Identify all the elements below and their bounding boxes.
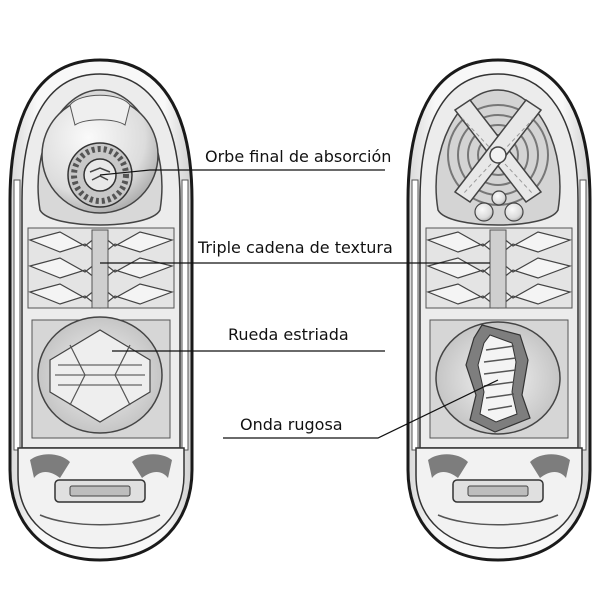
leader-line-wave <box>223 379 499 439</box>
callout-chain: Triple cadena de textura <box>100 238 490 264</box>
right-triple-chain <box>425 227 573 309</box>
left-triple-chain <box>27 227 175 309</box>
callout-orb: Orbe final de absorción <box>99 147 391 176</box>
right-base-cap <box>415 447 583 549</box>
label-orb: Orbe final de absorción <box>205 147 391 166</box>
right-rough-wave <box>429 319 569 439</box>
left-rail-left <box>13 179 21 451</box>
left-rail-right <box>181 179 189 451</box>
left-base-cap <box>17 447 185 549</box>
left-device <box>8 58 194 562</box>
right-rail-left <box>411 179 419 451</box>
left-orb-core-spiral <box>89 167 111 181</box>
right-device <box>406 58 592 562</box>
label-chain: Triple cadena de textura <box>197 238 393 257</box>
left-striated-wheel <box>31 316 171 439</box>
left-orb-ring-teeth <box>71 146 129 204</box>
callout-wheel: Rueda estriada <box>112 325 385 352</box>
right-rail-right <box>579 179 587 451</box>
right-cross-chamber <box>435 89 561 226</box>
callout-wave: Onda rugosa <box>223 379 499 439</box>
left-orb-top-lobe <box>69 94 131 126</box>
label-wave: Onda rugosa <box>240 415 343 434</box>
label-wheel: Rueda estriada <box>228 325 349 344</box>
leader-line-orb <box>99 169 385 176</box>
